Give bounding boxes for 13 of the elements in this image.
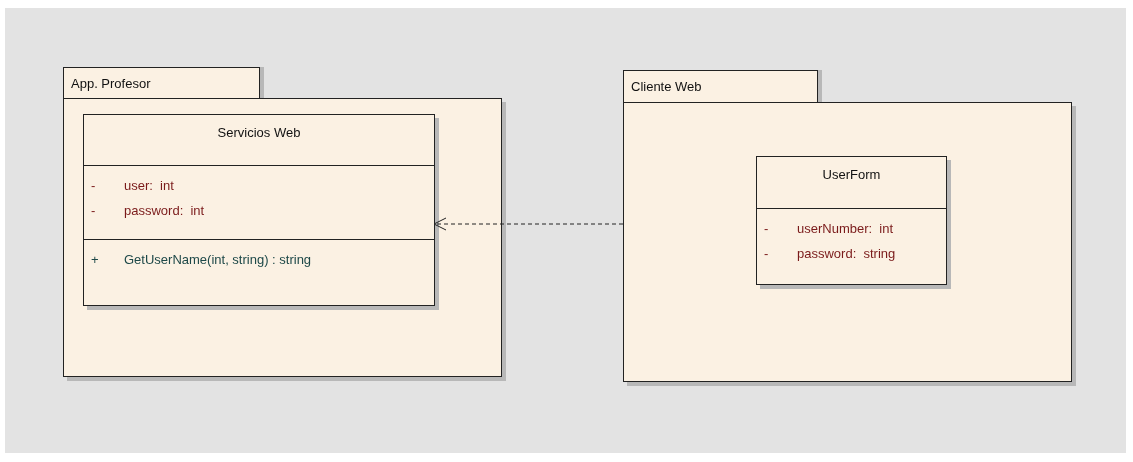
attribute-text: userNumber: int xyxy=(797,219,894,238)
visibility-marker: - xyxy=(91,176,97,195)
visibility-marker: - xyxy=(764,219,770,238)
attribute-text: user: int xyxy=(124,176,174,195)
class-name: UserForm xyxy=(822,166,881,184)
operation-text: GetUserName(int, string) : string xyxy=(124,250,312,269)
attribute-text: password: int xyxy=(124,201,205,220)
visibility-marker: + xyxy=(91,250,100,269)
visibility-marker: - xyxy=(91,201,97,220)
attribute-text: password: string xyxy=(797,244,896,263)
visibility-marker: - xyxy=(764,244,770,263)
class-name: Servicios Web xyxy=(217,124,301,142)
dependency-arrow xyxy=(433,217,624,231)
